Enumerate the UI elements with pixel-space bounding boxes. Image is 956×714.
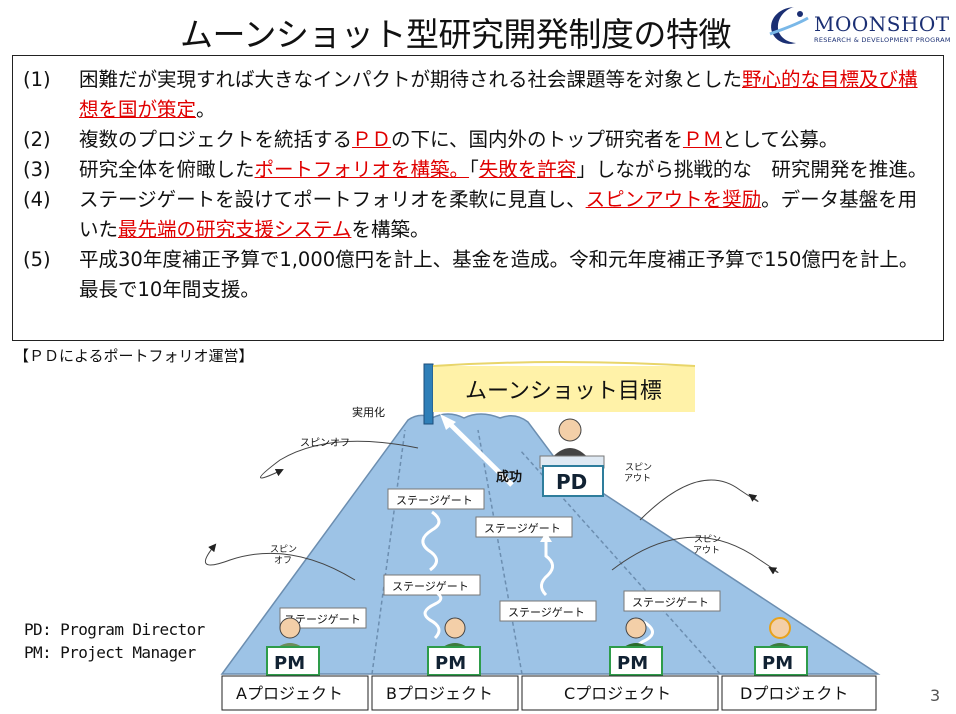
stage-gate: ステージゲート — [387, 488, 485, 510]
svg-text:PM: PM — [435, 653, 466, 674]
feature-highlight: 最先端の研究支援システム — [118, 218, 352, 241]
pd-badge — [542, 465, 604, 497]
svg-text:ステージゲート: ステージゲート — [396, 494, 473, 507]
spin-out-vertical-label: スピン — [694, 534, 721, 545]
legend: PD: Program Director PM: Project Manager — [24, 618, 205, 664]
project-box-d: Dプロジェクト — [721, 675, 877, 711]
logo-tagline: RESEARCH & DEVELOPMENT PROGRAM — [814, 36, 951, 44]
feature-item: (3) 研究全体を俯瞰したポートフォリオを構築。「失敗を許容」しながら挑戦的な … — [23, 155, 933, 185]
summit-label: 実用化 — [352, 405, 385, 419]
spin-off-vertical-label: オフ — [274, 555, 292, 566]
svg-text:Bプロジェクト: Bプロジェクト — [386, 684, 493, 703]
svg-text:PM: PM — [762, 653, 793, 674]
feature-text: ステージゲートを設けてポートフォリオを柔軟に見直し、スピンアウトを奨励。データ基… — [79, 188, 918, 241]
stage-gate: ステージゲート — [623, 590, 721, 612]
portfolio-diagram: ムーンショット目標 実用化 成功 PD ステージゲート ステージゲート ステージ… — [204, 361, 881, 711]
feature-item: (1) 困難だが実現すれば大きなインパクトが期待される社会課題等を対象とした野心… — [23, 65, 933, 125]
pd-figure — [539, 418, 605, 469]
spin-out-vertical-label: アウト — [693, 545, 720, 556]
feature-number: (3) — [23, 158, 51, 181]
stage-gate: ステージゲート — [475, 516, 573, 538]
svg-text:ステージゲート: ステージゲート — [632, 596, 709, 609]
moonshot-logo: MOONSHOT RESEARCH & DEVELOPMENT PROGRAM — [764, 4, 954, 50]
feature-highlight: ポートフォリオを構築。 — [254, 158, 470, 181]
goal-flag-label: ムーンショット目標 — [465, 379, 662, 404]
page-number: 3 — [930, 686, 941, 705]
section-label: 【ＰＤによるポートフォリオ運営】 — [14, 347, 254, 365]
logo-wordmark: MOONSHOT — [814, 12, 950, 36]
feature-highlight: ＰＤ — [352, 128, 392, 151]
pm-badge: PM — [266, 646, 320, 676]
project-box-c: Cプロジェクト — [521, 675, 719, 711]
feature-text: 困難だが実現すれば大きなインパクトが期待される社会課題等を対象とした野心的な目標… — [79, 68, 918, 121]
spin-off-vertical-label: スピン — [270, 544, 297, 555]
spin-off-label: スピンオフ — [300, 437, 350, 449]
feature-item: (5) 平成30年度補正予算で1,000億円を計上、基金を造成。令和元年度補正予… — [23, 245, 933, 305]
project-box-a: Aプロジェクト — [221, 675, 369, 711]
svg-text:Cプロジェクト: Cプロジェクト — [564, 684, 671, 703]
svg-text:PM: PM — [617, 653, 648, 674]
feature-item: (2) 複数のプロジェクトを統括するＰＤの下に、国内外のトップ研究者をＰＭとして… — [23, 125, 933, 155]
flag-pole — [423, 363, 434, 425]
feature-item: (4) ステージゲートを設けてポートフォリオを柔軟に見直し、スピンアウトを奨励。… — [23, 185, 933, 245]
stage-gate: ステージゲート — [383, 574, 481, 596]
pd-badge-label: PD — [556, 470, 587, 494]
stage-gate: ステージゲート — [499, 600, 597, 622]
svg-text:ステージゲート: ステージゲート — [508, 606, 585, 619]
stage-gate: ステージゲート — [279, 607, 367, 629]
feature-text: 平成30年度補正予算で1,000億円を計上、基金を造成。令和元年度補正予算で15… — [79, 248, 919, 301]
feature-highlight: 野心的な目標及び構想を国が策定 — [79, 68, 918, 121]
page-title: ムーンショット型研究開発制度の特徴 — [180, 15, 731, 54]
feature-text: 研究全体を俯瞰したポートフォリオを構築。「失敗を許容」しながら挑戦的な 研究開発… — [79, 158, 928, 181]
svg-text:ステージゲート: ステージゲート — [484, 522, 561, 535]
svg-text:ステージゲート: ステージゲート — [392, 580, 469, 593]
goal-flag — [433, 366, 695, 412]
success-label: 成功 — [496, 469, 522, 485]
feature-number: (1) — [23, 68, 51, 91]
moon-logo-icon — [769, 7, 809, 44]
legend-pd: PD: Program Director — [24, 620, 205, 639]
feature-number: (5) — [23, 248, 51, 271]
project-box-b: Bプロジェクト — [371, 675, 519, 711]
svg-text:PM: PM — [274, 653, 305, 674]
svg-text:ステージゲート: ステージゲート — [284, 613, 361, 626]
feature-highlight: 失敗を許容 — [478, 158, 577, 181]
svg-text:Aプロジェクト: Aプロジェクト — [236, 684, 343, 703]
legend-pm: PM: Project Manager — [24, 643, 196, 662]
spin-out-vertical-label: スピン — [625, 462, 652, 473]
feature-highlight: スピンアウトを奨励 — [585, 188, 762, 211]
success-arrow — [446, 420, 514, 487]
spin-out-vertical-label: アウト — [624, 473, 651, 484]
pm-badge: PM — [754, 646, 808, 676]
features-box: (1) 困難だが実現すれば大きなインパクトが期待される社会課題等を対象とした野心… — [12, 55, 944, 341]
svg-text:Dプロジェクト: Dプロジェクト — [740, 684, 848, 703]
pm-badge: PM — [609, 646, 663, 676]
feature-number: (2) — [23, 128, 51, 151]
feature-text: 複数のプロジェクトを統括するＰＤの下に、国内外のトップ研究者をＰＭとして公募。 — [79, 128, 839, 151]
feature-number: (4) — [23, 188, 51, 211]
pm-badge: PM — [427, 646, 481, 676]
feature-highlight: ＰＭ — [682, 128, 722, 151]
